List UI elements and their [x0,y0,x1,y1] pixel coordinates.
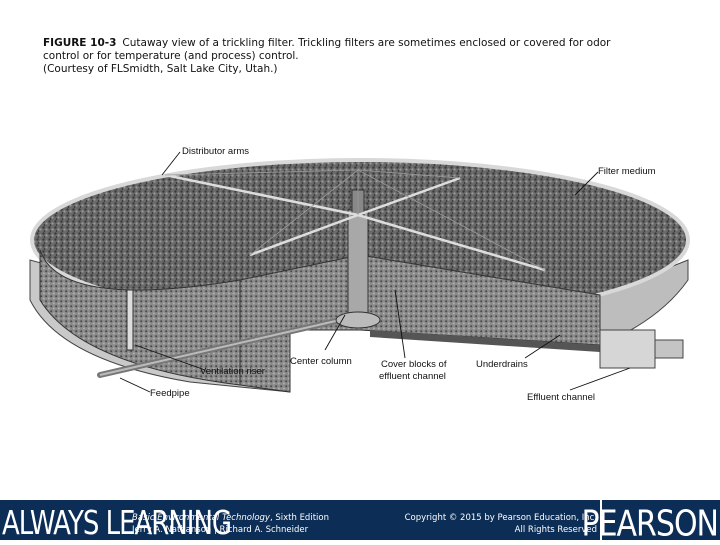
book-authors: Jerry A. Nathanson | Richard A. Schneide… [132,525,309,535]
label-feedpipe: Feedpipe [150,388,190,399]
figure-label: FIGURE 10-3 [43,37,117,49]
caption-line-3: (Courtesy of FLSmidth, Salt Lake City, U… [43,63,278,76]
book-edition: , Sixth Edition [269,513,329,523]
label-underdrains: Underdrains [476,359,528,370]
label-filter-medium: Filter medium [598,166,656,177]
pearson-logo: PEARSON [581,503,719,545]
trickling-filter-diagram: Distributor arms Filter medium Ventilati… [29,146,690,403]
cutaway-left-face [39,249,241,386]
label-cover-blocks-1: Cover blocks of [381,359,447,370]
effluent-channel-pipe [654,339,684,359]
rights-line: All Rights Reserved [514,525,597,535]
copyright-notice: Copyright © 2015 by Pearson Education, I… [405,512,597,536]
label-cover-blocks-2: effluent channel [379,371,446,382]
label-effluent-channel: Effluent channel [527,392,595,403]
label-center-column: Center column [290,356,352,367]
effluent-channel-box [599,329,656,369]
always-learning-logo: ALWAYS LEARNING [2,505,232,543]
book-title: Basic Environmental Technology [132,513,270,523]
label-ventilation-riser: Ventilation riser [200,366,265,377]
book-credit: Basic Environmental Technology, Sixth Ed… [132,512,329,536]
distributor-arms [164,173,546,272]
caption-line-2: control or for temperature (and process)… [43,50,299,63]
center-column [347,209,369,321]
ventilation-riser [126,289,134,351]
copyright-line: Copyright © 2015 by Pearson Education, I… [404,513,597,523]
label-distributor-arms: Distributor arms [182,146,249,157]
footer-bar: ALWAYS LEARNING Basic Environmental Tech… [0,500,720,545]
footer-separator [600,500,602,540]
